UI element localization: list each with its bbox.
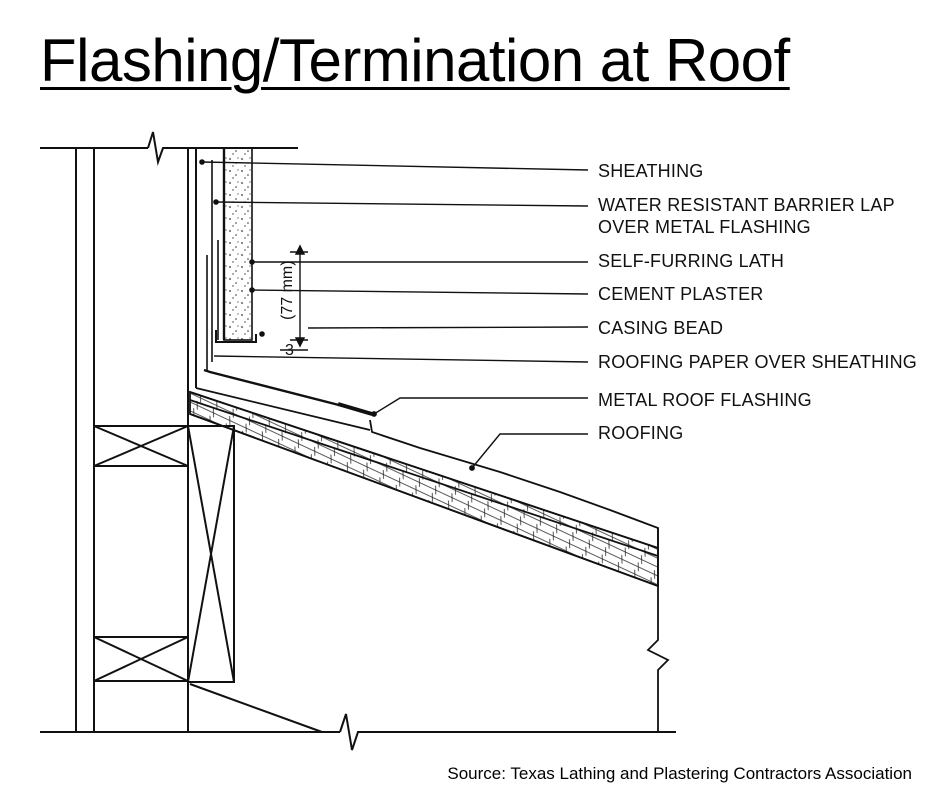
label-wrb-line2: OVER METAL FLASHING xyxy=(598,217,811,237)
roof-sheathing-band xyxy=(189,390,659,588)
leader-sheathing xyxy=(201,161,589,171)
label-metal-roof-flashing: METAL ROOF FLASHING xyxy=(598,390,812,410)
label-self-furring-lath: SELF-FURRING LATH xyxy=(598,251,784,271)
roof-break-symbol xyxy=(646,590,670,732)
nail-dot-5 xyxy=(259,331,265,337)
dimension-77mm xyxy=(280,244,308,351)
roof-assembly xyxy=(189,368,670,732)
leader-roofing xyxy=(471,433,588,469)
flashing-lap xyxy=(337,402,373,416)
label-roofing-paper: ROOFING PAPER OVER SHEATHING xyxy=(598,352,917,372)
wall-cladding xyxy=(199,147,265,372)
leader-roofing-paper xyxy=(213,355,589,363)
leader-metal-flashing xyxy=(373,397,588,415)
leader-lines xyxy=(201,161,589,471)
source-credit: Source: Texas Lathing and Plastering Con… xyxy=(447,764,912,783)
casing-bead xyxy=(215,330,257,343)
bottom-break-symbol xyxy=(339,713,676,751)
metal-roof-flashing xyxy=(203,368,375,416)
label-cement-plaster: CEMENT PLASTER xyxy=(598,284,764,304)
ceiling-brace xyxy=(189,683,323,733)
label-sheathing: SHEATHING xyxy=(598,161,703,181)
leader-casing-bead xyxy=(307,326,589,329)
dimension-gap-label: 3 xyxy=(285,342,294,359)
label-casing-bead: CASING BEAD xyxy=(598,318,723,338)
label-roofing: ROOFING xyxy=(598,423,683,443)
wall-framing xyxy=(40,131,676,751)
roofing-paper-line xyxy=(195,387,371,431)
rafter-post xyxy=(187,425,235,683)
leader-plaster xyxy=(251,289,589,295)
callout-labels: SHEATHING WATER RESISTANT BARRIER LAP OV… xyxy=(598,161,917,443)
leader-wrb xyxy=(215,201,589,207)
top-break-symbol xyxy=(147,131,298,166)
cement-plaster-layer xyxy=(223,147,253,341)
label-wrb-line1: WATER RESISTANT BARRIER LAP xyxy=(598,195,895,215)
roofing-profile xyxy=(369,419,659,548)
page-title: Flashing/Termination at Roof xyxy=(40,27,790,94)
